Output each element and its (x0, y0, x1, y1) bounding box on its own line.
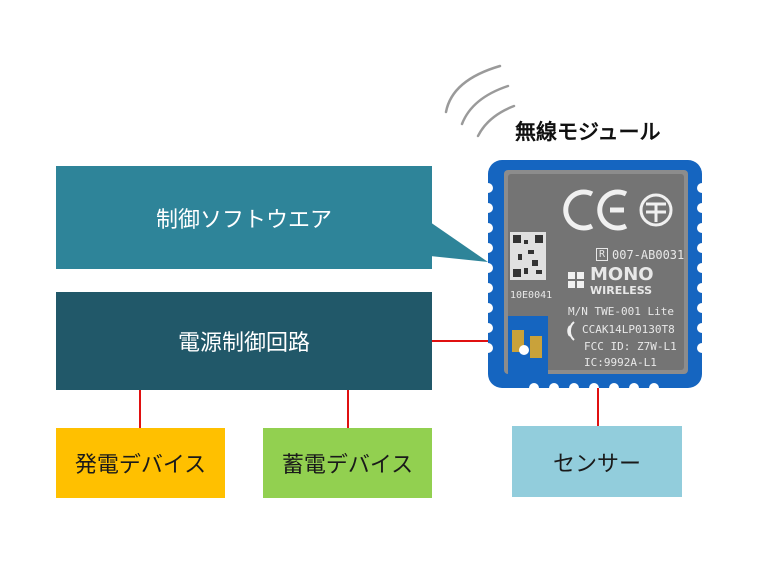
giteki-mark-icon (639, 193, 673, 227)
module-model: M/N TWE-001 Lite (568, 305, 674, 318)
module-brand-top: MONO (590, 264, 654, 285)
power-generation-box: 発電デバイス (56, 428, 225, 498)
radio-wave-icon (444, 64, 516, 138)
ccak-wave-icon (567, 321, 575, 341)
ce-mark-icon (563, 189, 628, 231)
control-software-label: 制御ソフトウエア (155, 207, 332, 233)
power-circuit-label: 電源制御回路 (177, 331, 310, 356)
wireless-module-label: 無線モジュール (515, 120, 661, 144)
wireless-module-image: R 007-AB0031 MONO WIRELESS 10E0041 M/N T… (483, 160, 707, 393)
sensor-label: センサー (552, 451, 641, 477)
module-brand-bottom: WIRELESS (590, 284, 653, 297)
power-circuit-box: 電源制御回路 (56, 292, 432, 390)
power-generation-label: 発電デバイス (74, 453, 207, 478)
qr-code-icon (510, 232, 546, 280)
module-cert-mark: R (596, 248, 609, 261)
module-lot-number: 10E0041 (510, 290, 553, 301)
module-cert-code: 007-AB0031 (612, 248, 685, 262)
control-software-pointer (430, 222, 488, 262)
sensor-box: センサー (512, 426, 682, 497)
power-storage-box: 蓄電デバイス (263, 428, 432, 498)
module-fcc-id: FCC ID: Z7W-L1 (584, 340, 677, 353)
power-storage-label: 蓄電デバイス (281, 453, 414, 478)
module-pcb (483, 160, 707, 393)
module-ic: IC:9992A-L1 (584, 356, 657, 369)
control-software-box: 制御ソフトウエア (56, 166, 432, 269)
module-ccak: CCAK14LP0130T8 (582, 323, 675, 336)
mono-wireless-logo-icon (568, 272, 584, 288)
